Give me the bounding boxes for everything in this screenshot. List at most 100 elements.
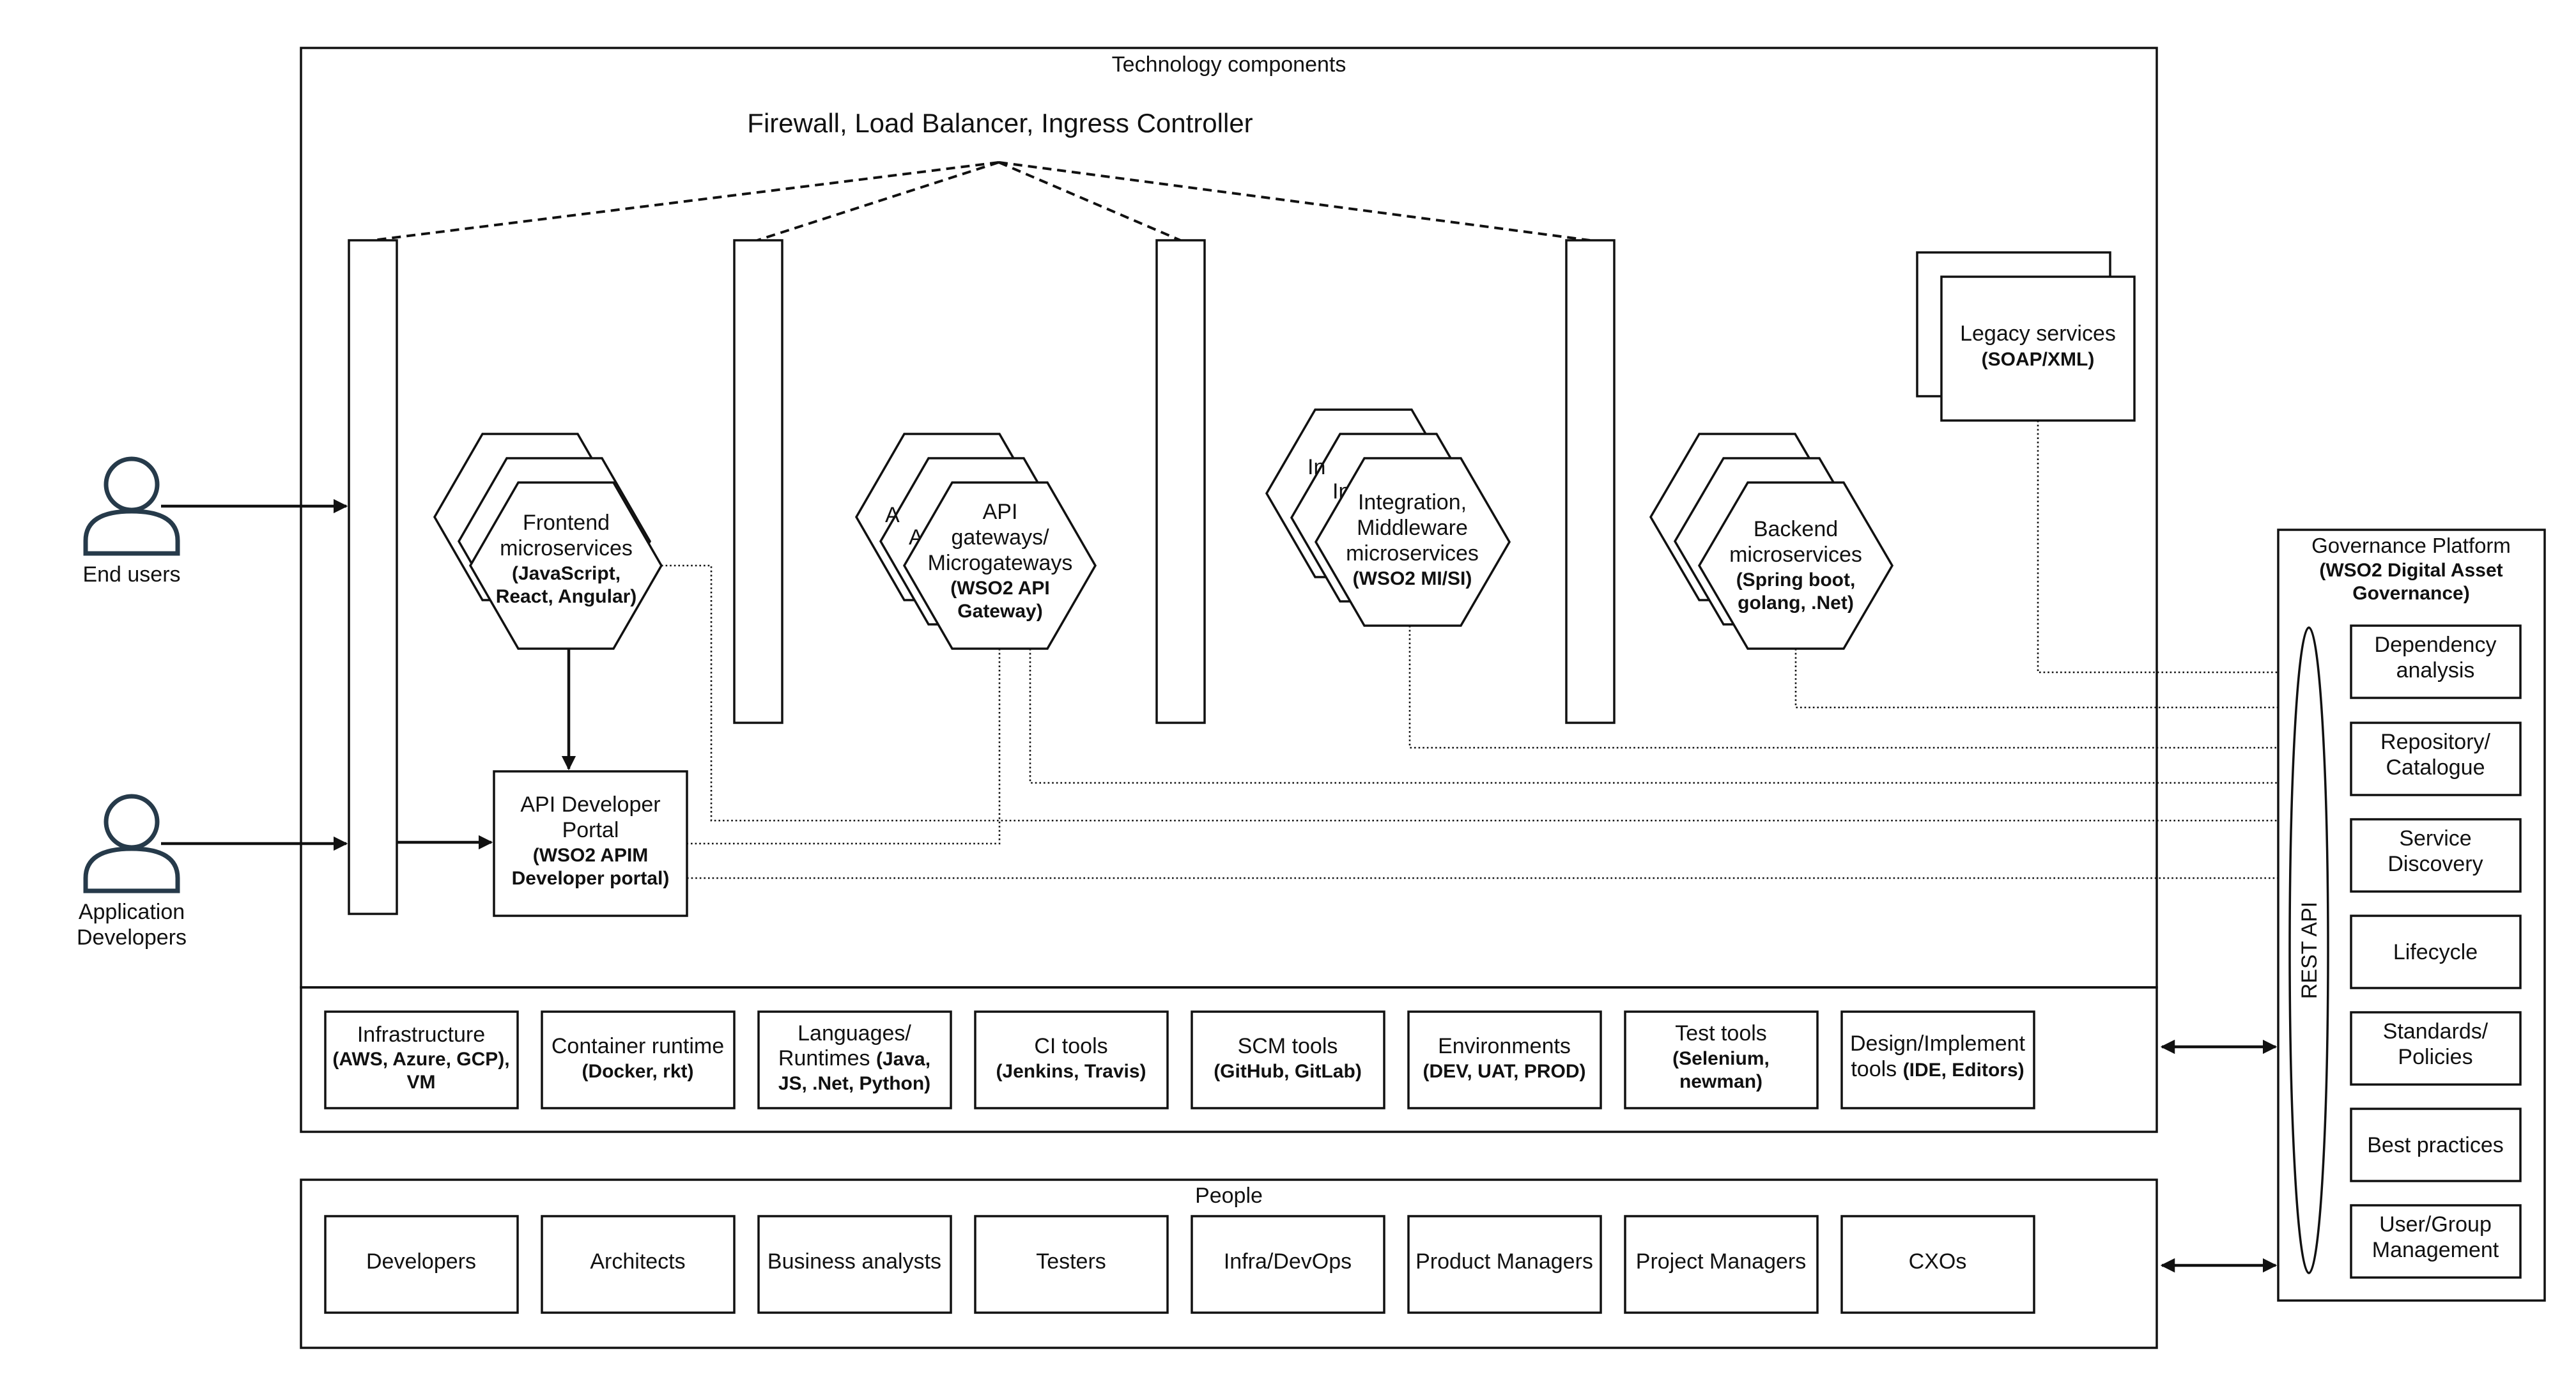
- tools-frame: [300, 986, 2158, 1133]
- api-gateways-label: API: [983, 500, 1018, 524]
- api-gateways-label: Microgateways: [928, 551, 1073, 575]
- integration-microservices: In In Integration, Middleware microservi…: [1265, 408, 1511, 627]
- gov-item-label: Policies: [2398, 1045, 2472, 1069]
- application-developers-actor: Application Developers: [77, 794, 187, 950]
- role-label: Testers: [1036, 1249, 1106, 1274]
- tool-infrastructure: Infrastructure (AWS, Azure, GCP), VM: [324, 1010, 519, 1109]
- rest-api-ellipse: [2288, 626, 2329, 1274]
- role-testers: Testers: [974, 1215, 1169, 1314]
- tool-label: Design/Implement: [1850, 1031, 2026, 1056]
- role-label: Product Managers: [1415, 1249, 1593, 1274]
- frontend-tech: React, Angular): [496, 586, 637, 607]
- role-label: Project Managers: [1636, 1249, 1806, 1274]
- role-infra-devops: Infra/DevOps: [1191, 1215, 1385, 1314]
- backend-label: Backend: [1754, 517, 1838, 541]
- gov-item-label: User/Group: [2379, 1212, 2492, 1237]
- tool-ci: CI tools (Jenkins, Travis): [974, 1010, 1169, 1109]
- role-label: CXOs: [1909, 1249, 1967, 1274]
- dev-portal-tech: (WSO2 APIM: [533, 845, 649, 866]
- gov-item-label: Management: [2372, 1238, 2499, 1262]
- dev-portal-tech: Developer portal): [512, 868, 670, 889]
- backend-tech: (Spring boot,: [1736, 569, 1856, 591]
- tool-test: Test tools (Selenium, newman): [1624, 1010, 1819, 1109]
- gov-item-label: Best practices: [2367, 1133, 2504, 1157]
- legacy-services: Legacy services (SOAP/XML): [1916, 251, 2136, 422]
- integration-tech: (WSO2 MI/SI): [1353, 568, 1472, 589]
- ingress-bar-2: [733, 239, 783, 724]
- stacked-label: A: [885, 503, 900, 527]
- tool-label: Infrastructure: [357, 1023, 485, 1047]
- tool-label: Container runtime: [551, 1034, 724, 1058]
- frontend-tech: (JavaScript,: [512, 563, 621, 584]
- tool-label: Languages/: [798, 1021, 911, 1046]
- tool-tech: (GitHub, GitLab): [1214, 1061, 1362, 1082]
- end-users-label: End users: [82, 562, 180, 587]
- integration-label: microservices: [1346, 541, 1479, 566]
- governance-frame: [2277, 529, 2546, 1302]
- tool-label: Test tools: [1675, 1021, 1767, 1046]
- gov-user-group-management: User/Group Management: [2350, 1204, 2522, 1279]
- tool-tech: (Docker, rkt): [582, 1061, 693, 1082]
- tool-label: Environments: [1438, 1034, 1571, 1058]
- api-gateways: A A API gateways/ Microgateways (WSO2 AP…: [854, 433, 1097, 650]
- end-users-actor: End users: [82, 456, 181, 587]
- gov-item-label: Standards/: [2383, 1019, 2488, 1044]
- gov-item-label: Service: [2399, 826, 2471, 851]
- gov-item-label: Repository/: [2380, 730, 2491, 754]
- stacked-label: In: [1307, 455, 1325, 479]
- flow-arrows: [161, 498, 2278, 1273]
- technology-title: Technology components: [1112, 52, 1346, 77]
- legacy-label: Legacy services: [1960, 321, 2116, 346]
- dev-portal-label: API Developer: [520, 792, 660, 817]
- gov-item-label: Dependency: [2375, 633, 2497, 657]
- role-architects: Architects: [541, 1215, 736, 1314]
- gov-item-label: analysis: [2396, 658, 2475, 683]
- backend-microservices: Backend microservices (Spring boot, gola…: [1649, 433, 1894, 650]
- role-developers: Developers: [324, 1215, 519, 1314]
- edge-connectors: [372, 161, 1591, 242]
- tool-tech: (Selenium,: [1672, 1048, 1770, 1069]
- role-project-managers: Project Managers: [1624, 1215, 1819, 1314]
- backend-label: microservices: [1729, 543, 1862, 567]
- api-gateways-tech: (WSO2 API: [950, 578, 1050, 599]
- integration-label: Middleware: [1357, 516, 1468, 540]
- ingress-bar-3: [1155, 239, 1206, 724]
- ingress-bar-4: [1565, 239, 1616, 724]
- role-label: Business analysts: [767, 1249, 941, 1274]
- role-label: Infra/DevOps: [1224, 1249, 1352, 1274]
- gov-standards-policies: Standards/ Policies: [2350, 1011, 2522, 1086]
- tool-tech: JS, .Net, Python): [778, 1073, 930, 1094]
- role-product-managers: Product Managers: [1407, 1215, 1602, 1314]
- frontend-label: Frontend: [523, 511, 610, 535]
- api-developer-portal: API Developer Portal (WSO2 APIM Develope…: [493, 770, 688, 917]
- tool-tech: (DEV, UAT, PROD): [1423, 1061, 1585, 1082]
- frontend-label: microservices: [500, 536, 633, 560]
- tool-label: tools (IDE, Editors): [1851, 1057, 2024, 1081]
- governance-subtitle: (WSO2 Digital Asset: [2319, 560, 2503, 581]
- gov-item-label: Catalogue: [2386, 755, 2485, 780]
- governance-connectors: [661, 421, 2278, 879]
- frontend-microservices: Frontend microservices (JavaScript, Reac…: [433, 433, 663, 650]
- tool-label: SCM tools: [1238, 1034, 1338, 1058]
- tool-tech: newman): [1679, 1071, 1762, 1092]
- legacy-tech: (SOAP/XML): [1982, 349, 2095, 370]
- gov-dependency-analysis: Dependency analysis: [2350, 624, 2522, 699]
- role-label: Developers: [366, 1249, 476, 1274]
- role-business-analysts: Business analysts: [757, 1215, 952, 1314]
- app-devs-label: Developers: [77, 925, 187, 950]
- tool-label: CI tools: [1034, 1034, 1107, 1058]
- tool-label: Runtimes (Java,: [778, 1046, 930, 1070]
- gov-best-practices: Best practices: [2350, 1108, 2522, 1182]
- people-frame: [300, 1178, 2158, 1349]
- tool-tech: VM: [407, 1072, 436, 1093]
- tool-tech: (AWS, Azure, GCP),: [332, 1049, 509, 1070]
- governance-title: Governance Platform: [2311, 534, 2511, 557]
- ingress-bar-1: [348, 239, 398, 915]
- governance-subtitle: Governance): [2352, 583, 2469, 604]
- gov-item-label: Discovery: [2387, 852, 2483, 876]
- edge-label: Firewall, Load Balancer, Ingress Control…: [747, 108, 1253, 138]
- tool-tech: (Jenkins, Travis): [996, 1061, 1146, 1082]
- gov-item-label: Lifecycle: [2393, 940, 2478, 964]
- role-cxos: CXOs: [1840, 1215, 2035, 1314]
